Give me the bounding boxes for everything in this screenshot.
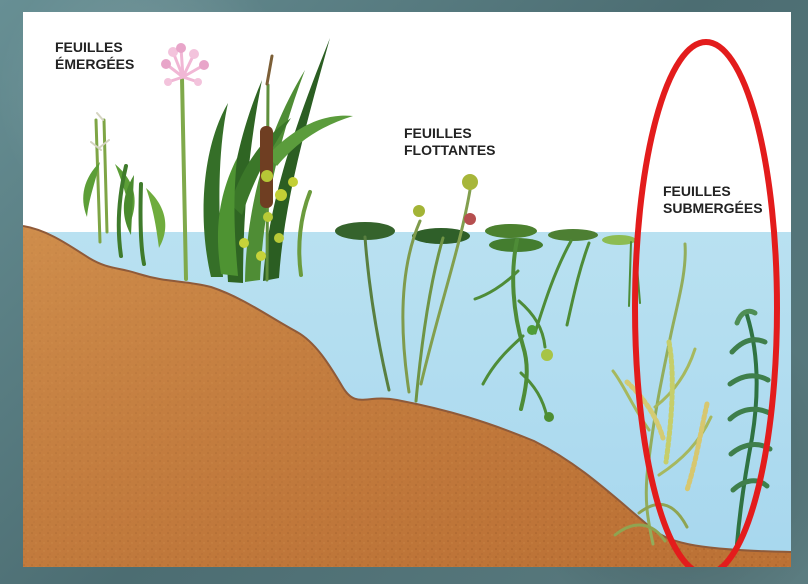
emergent-leaves-line2: ÉMERGÉES: [55, 56, 134, 73]
floating-leaves-label: FEUILLES FLOTTANTES: [404, 125, 496, 159]
submerged-leaves-label: FEUILLES SUBMERGÉES: [663, 183, 763, 217]
aquatic-plants-diagram: [23, 12, 791, 567]
submerged-leaves-line1: FEUILLES: [663, 183, 763, 200]
submerged-leaves-line2: SUBMERGÉES: [663, 200, 763, 217]
diagram-panel: FEUILLES ÉMERGÉES FEUILLES FLOTTANTES FE…: [23, 12, 791, 567]
emergent-leaves-line1: FEUILLES: [55, 39, 134, 56]
emergent-leaves-label: FEUILLES ÉMERGÉES: [55, 39, 134, 73]
floating-leaves-line2: FLOTTANTES: [404, 142, 496, 159]
floating-leaves-line1: FEUILLES: [404, 125, 496, 142]
